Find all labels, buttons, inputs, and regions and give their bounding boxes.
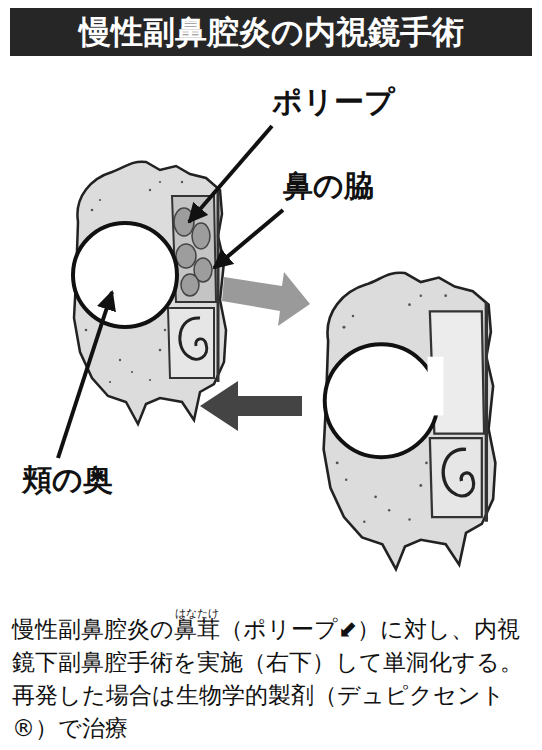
- caption: 慢性副鼻腔炎の鼻茸（ポリープ⬋）に対し、内視鏡下副鼻腔手術を実施（右下）して単洞…: [12, 613, 532, 745]
- title-bar: 慢性副鼻腔炎の内視鏡手術: [10, 8, 532, 56]
- skull-after: [324, 273, 496, 569]
- back-arrow: [200, 381, 302, 431]
- ruby-reading: はなたけ: [175, 608, 219, 620]
- title: 慢性副鼻腔炎の内視鏡手術: [10, 8, 532, 56]
- part-label: 頬の奥: [22, 462, 113, 498]
- leader-line: [214, 210, 283, 268]
- skull-before: [73, 162, 226, 424]
- forward-arrow: [222, 272, 310, 326]
- leader-line: [189, 126, 272, 222]
- part-label: ポリープ: [272, 84, 395, 120]
- part-label: 鼻の脇: [283, 168, 374, 204]
- leader-line: [58, 292, 112, 458]
